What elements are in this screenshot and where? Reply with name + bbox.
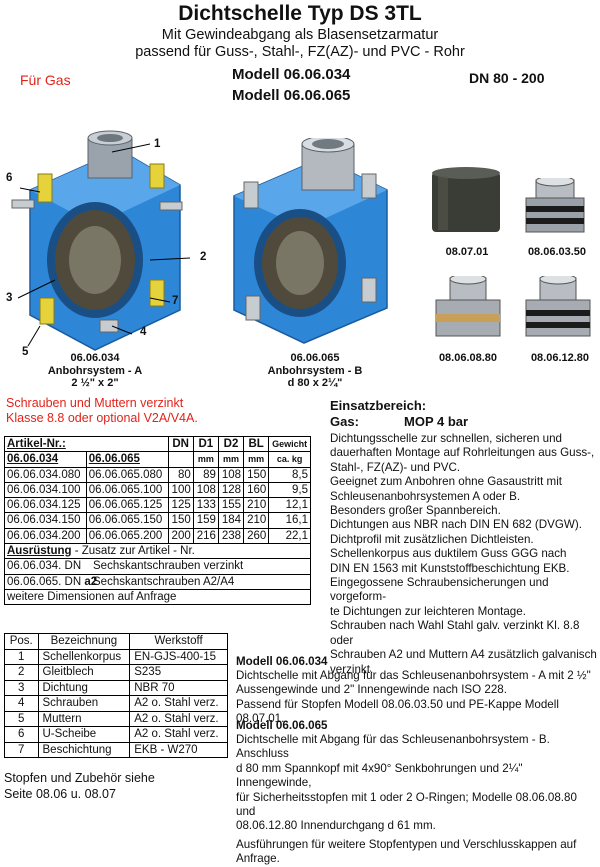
plug-08-06-08-80-image [435,276,501,337]
dn-range: DN 80 - 200 [469,70,545,86]
model-065-title: Modell 06.06.065 [236,719,328,732]
accessories-note: Stopfen und Zubehör siehe Seite 08.06 u.… [4,771,155,801]
model-heading-2: Modell 06.06.065 [232,87,351,104]
callout-6: 6 [6,172,13,184]
more-dimensions-row: weitere Dimensionen auf Anfrage [4,588,311,606]
application-title: Einsatzbereich: [330,398,427,413]
clamp-a-caption: 06.06.034 Anbohrsystem - A 2 ½" x 2" [47,352,143,389]
callout-3: 3 [6,292,13,304]
callout-1: 1 [154,138,161,150]
callout-2: 2 [200,251,207,263]
plug-label-08-07-01: 08.07.01 [445,246,489,258]
plug-08-06-12-80-image [525,276,591,337]
plug-label-08-06-03-50: 08.06.03.50 [527,246,587,258]
callout-7: 7 [172,295,179,307]
gas-value: MOP 4 bar [404,414,469,429]
pe-cap-08-07-01-image [432,167,500,232]
gas-label: Für Gas [20,72,71,88]
plug-08-06-03-50-image [525,178,585,233]
clamp-b-caption: 06.06.065 Anbohrsystem - B d 80 x 2¼" [267,352,363,389]
subtitle-2: passend für Guss-, Stahl-, FZ(AZ)- und P… [135,44,465,60]
subtitle-1: Mit Gewindeabgang als Blasensetzarmatur [161,27,439,43]
bolts-note: Schrauben und Muttern verzinkt Klasse 8.… [6,396,198,425]
page-title: Dichtschelle Typ DS 3TL [178,2,422,25]
callout-4: 4 [140,326,147,338]
callout-5: 5 [22,346,29,358]
article-header-row: Artikel-Nr.: DN D1 D2 BL Gewicht [4,435,311,453]
plug-label-08-06-12-80: 08.06.12.80 [530,352,590,364]
clamp-b-illustration [233,138,388,344]
model-heading-1: Modell 06.06.034 [232,66,351,83]
equipment-title-row: Ausrüstung - Zusatz zur Artikel - Nr. [4,543,311,560]
article-subheader-row: 06.06.034 06.06.065 mm mm mm ca. kg [4,451,311,468]
model-034-title: Modell 06.06.034 [236,655,328,668]
model-065-description: Dichtschelle mit Abgang für das Schleuse… [236,733,577,866]
application-description: Dichtungsschelle zur schnellen, sicheren… [330,432,597,676]
plug-label-08-06-08-80: 08.06.08.80 [438,352,498,364]
equipment-row: 06.06.065. DN a2Sechskantschrauben A2/A4 [4,573,311,590]
parts-header-row: Pos. Bezeichnung Werkstoff [4,633,228,650]
clamp-a-illustration [11,130,191,351]
article-table: Artikel-Nr.: DN D1 D2 BL Gewicht 06.06.0… [4,435,311,606]
model-034-description: Dichtschelle mit Abgang für das Schleuse… [236,669,591,726]
gas-key: Gas: [330,414,359,429]
